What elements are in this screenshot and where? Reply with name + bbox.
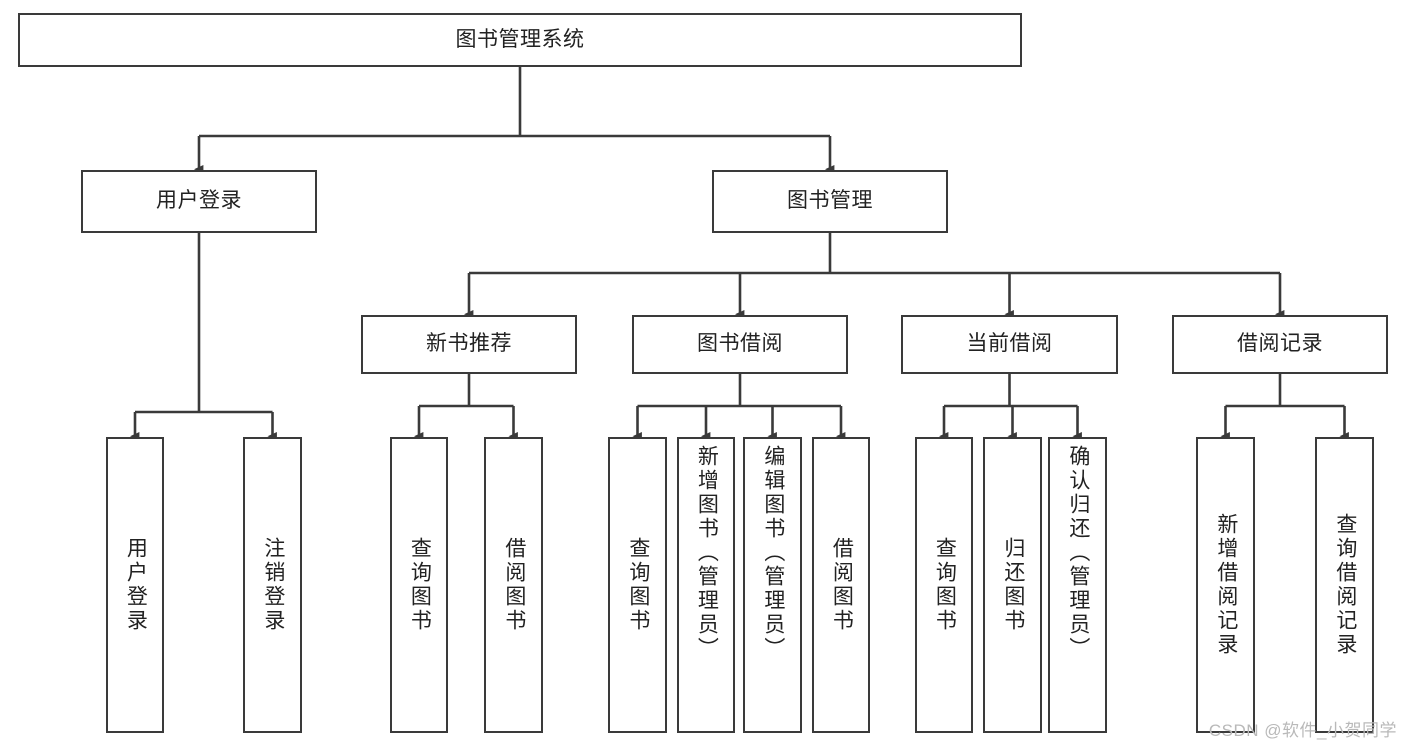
node-label: 图书管理系统 bbox=[455, 27, 585, 51]
node-label: 查询图书 bbox=[626, 537, 650, 633]
node-leaf-confirm-return-admin: 确认归还（管理员） bbox=[1048, 437, 1107, 733]
node-leaf-add-borrow-record: 新增借阅记录 bbox=[1196, 437, 1255, 733]
node-label: 查询图书 bbox=[933, 537, 957, 633]
node-label: 借阅图书 bbox=[502, 537, 526, 633]
node-leaf-borrow-books-borrow: 借阅图书 bbox=[812, 437, 870, 733]
node-label: 新增图书（管理员） bbox=[695, 445, 719, 661]
csdn-watermark: CSDN @软件_小贺同学 bbox=[1208, 721, 1397, 740]
node-leaf-borrow-books-rec: 借阅图书 bbox=[484, 437, 543, 733]
node-leaf-query-borrow-record: 查询借阅记录 bbox=[1315, 437, 1374, 733]
node-leaf-query-books-rec: 查询图书 bbox=[390, 437, 448, 733]
node-leaf-user-logout: 注销登录 bbox=[243, 437, 302, 733]
node-leaf-add-book-admin: 新增图书（管理员） bbox=[677, 437, 735, 733]
node-label: 注销登录 bbox=[261, 537, 285, 633]
node-leaf-edit-book-admin: 编辑图书（管理员） bbox=[743, 437, 802, 733]
node-book-borrow: 图书借阅 bbox=[632, 315, 848, 374]
node-label: 查询借阅记录 bbox=[1333, 513, 1357, 657]
node-book-management: 图书管理 bbox=[712, 170, 948, 233]
node-new-book-recommend: 新书推荐 bbox=[361, 315, 577, 374]
node-label: 当前借阅 bbox=[966, 332, 1053, 356]
node-label: 借阅图书 bbox=[830, 537, 854, 633]
node-root: 图书管理系统 bbox=[18, 13, 1022, 67]
node-leaf-return-books: 归还图书 bbox=[983, 437, 1042, 733]
node-label: 图书管理 bbox=[787, 189, 873, 213]
node-label: 查询图书 bbox=[408, 537, 432, 633]
node-label: 编辑图书（管理员） bbox=[761, 445, 785, 661]
node-current-borrow: 当前借阅 bbox=[901, 315, 1118, 374]
node-leaf-query-books-current: 查询图书 bbox=[915, 437, 973, 733]
node-label: 新增借阅记录 bbox=[1214, 513, 1238, 657]
node-label: 确认归还（管理员） bbox=[1066, 445, 1090, 661]
node-label: 图书借阅 bbox=[697, 332, 783, 356]
node-label: 新书推荐 bbox=[426, 332, 512, 356]
node-label: 借阅记录 bbox=[1237, 332, 1323, 356]
node-leaf-query-books-borrow: 查询图书 bbox=[608, 437, 667, 733]
node-user-login: 用户登录 bbox=[81, 170, 317, 233]
node-leaf-user-login: 用户登录 bbox=[106, 437, 164, 733]
node-label: 用户登录 bbox=[124, 537, 148, 633]
node-borrow-records: 借阅记录 bbox=[1172, 315, 1388, 374]
node-label: 归还图书 bbox=[1001, 537, 1025, 633]
node-label: 用户登录 bbox=[156, 189, 242, 213]
